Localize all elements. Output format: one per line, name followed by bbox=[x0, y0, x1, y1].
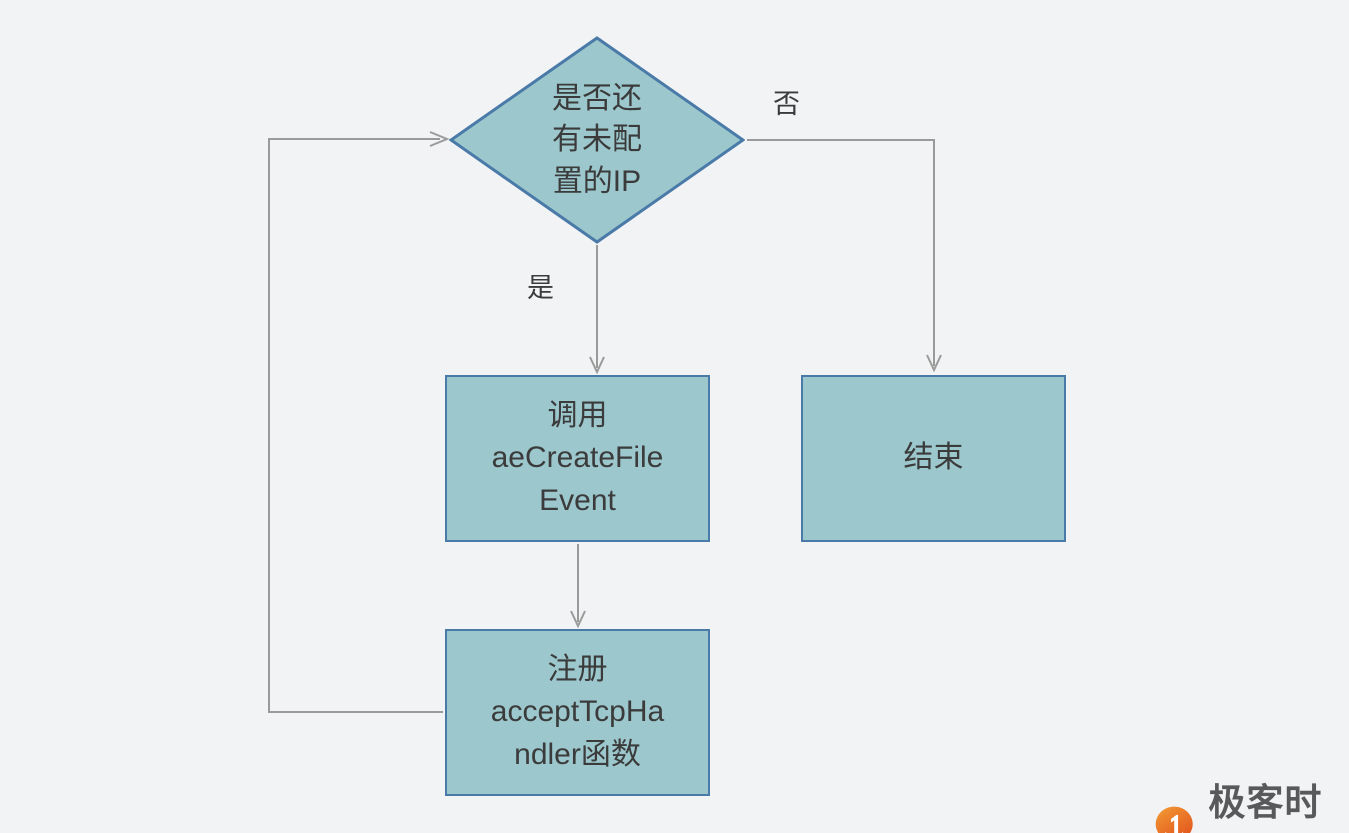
edge-decision-no bbox=[747, 139, 942, 373]
process-node-register-handler[interactable]: 注册 acceptTcpHa ndler函数 bbox=[445, 629, 710, 796]
process-node-register-handler-label: 注册 acceptTcpHa ndler函数 bbox=[490, 652, 665, 771]
edge-label-yes: 是 bbox=[527, 273, 554, 303]
process-node-create-file-event[interactable]: 调用 aeCreateFile Event bbox=[445, 375, 710, 542]
terminator-node-end-label: 结束 bbox=[903, 441, 964, 475]
watermark-text: 极客时间 bbox=[1208, 782, 1323, 823]
decision-node-unconfigured-ip[interactable]: 是否还 有未配 置的IP bbox=[449, 36, 745, 244]
edge-create-to-register bbox=[570, 544, 586, 629]
edge-label-no: 否 bbox=[773, 89, 800, 119]
diamond-shape bbox=[449, 36, 745, 244]
decision-node-label: 是否还 有未配 置的IP bbox=[552, 81, 642, 198]
terminator-node-end[interactable]: 结束 bbox=[801, 375, 1066, 542]
edge-decision-yes bbox=[589, 245, 605, 375]
edge-register-loop-back bbox=[268, 131, 450, 713]
geektime-logo-icon bbox=[1155, 806, 1193, 833]
process-node-create-file-event-label: 调用 aeCreateFile Event bbox=[491, 398, 664, 517]
watermark: 极客时间 bbox=[1152, 772, 1349, 833]
